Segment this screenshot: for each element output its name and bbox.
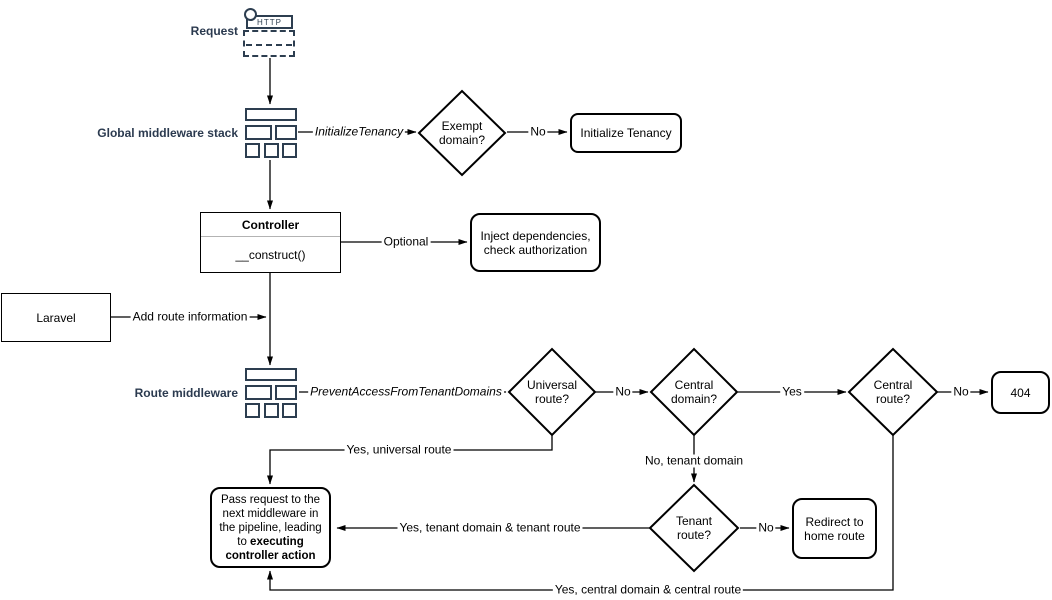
- route-middleware-stack-icon: [245, 368, 297, 418]
- prevent-access-middleware-label: PreventAccessFromTenantDomains: [308, 384, 504, 399]
- central-domain-diamond: [649, 347, 739, 437]
- stack-cell: [245, 108, 297, 121]
- http-body-dashed-box: [243, 30, 295, 57]
- central-route-diamond: [847, 347, 939, 437]
- universal-no-label: No: [613, 384, 633, 399]
- central-route-no-label: No: [951, 384, 971, 399]
- universal-route-diamond: [507, 347, 597, 437]
- stack-cell: [245, 124, 272, 140]
- stack-row-bottom: [245, 143, 297, 158]
- controller-method: __construct(): [235, 247, 306, 262]
- tenant-yes-label: Yes, tenant domain & tenant route: [397, 520, 583, 535]
- redirect-home-box: Redirect to home route: [792, 498, 877, 559]
- route-middleware-label: Route middleware: [134, 386, 238, 400]
- stack-cell: [263, 403, 279, 418]
- global-middleware-stack-icon: [245, 108, 297, 158]
- http-circle-icon: [244, 8, 257, 21]
- stack-cell: [275, 384, 297, 400]
- http-bar-label: HTTP: [257, 17, 282, 27]
- initialize-tenancy-label: Initialize Tenancy: [580, 126, 672, 140]
- optional-label: Optional: [381, 234, 431, 249]
- stack-cell: [245, 143, 260, 158]
- not-found-label: 404: [1010, 385, 1031, 400]
- universal-yes-label: Yes, universal route: [344, 442, 454, 457]
- redirect-home-label: Redirect to home route: [804, 514, 865, 543]
- stack-row-middle: [245, 124, 297, 140]
- global-middleware-label: Global middleware stack: [97, 126, 238, 140]
- laravel-label: Laravel: [36, 310, 76, 325]
- laravel-box: Laravel: [1, 293, 111, 342]
- pass-request-box: Pass request to the next middleware in t…: [210, 487, 331, 568]
- stack-cell: [245, 368, 297, 381]
- request-label: Request: [190, 24, 238, 38]
- inject-dependencies-box: Inject dependencies, check authorization: [470, 213, 601, 272]
- stack-cell: [275, 124, 297, 140]
- stack-row-top: [245, 368, 297, 381]
- stack-cell: [282, 143, 297, 158]
- exempt-no-label: No: [528, 124, 548, 139]
- tenant-domain-no-label: No, tenant domain: [642, 453, 746, 468]
- pass-request-bold: executing controller action: [225, 535, 316, 562]
- exempt-domain-diamond: [417, 89, 507, 177]
- pass-request-normal: Pass request to the next middleware in t…: [219, 493, 322, 548]
- inject-dependencies-label: Inject dependencies, check authorization: [480, 228, 591, 257]
- initialize-tenancy-box: Initialize Tenancy: [570, 113, 682, 153]
- tenant-route-no-label: No: [756, 520, 776, 535]
- pass-request-text: Pass request to the next middleware in t…: [216, 493, 325, 563]
- http-request-icon: HTTP: [243, 8, 295, 57]
- tenant-route-diamond: [648, 483, 740, 573]
- stack-cell: [263, 143, 279, 158]
- controller-box: Controller __construct(): [200, 212, 341, 273]
- http-body-divider: [246, 43, 292, 46]
- not-found-box: 404: [991, 371, 1050, 414]
- add-route-information-label: Add route information: [130, 309, 250, 324]
- stack-cell: [282, 403, 297, 418]
- http-bar: HTTP: [246, 15, 293, 29]
- stack-cell: [245, 403, 260, 418]
- stack-row-bottom: [245, 403, 297, 418]
- controller-title: Controller: [201, 213, 340, 237]
- central-domain-yes-label: Yes: [780, 384, 804, 399]
- stack-row-middle: [245, 384, 297, 400]
- initialize-tenancy-middleware-label: InitializeTenancy: [312, 124, 406, 139]
- stack-cell: [245, 384, 272, 400]
- stack-row-top: [245, 108, 297, 121]
- central-yes-label: Yes, central domain & central route: [552, 582, 744, 597]
